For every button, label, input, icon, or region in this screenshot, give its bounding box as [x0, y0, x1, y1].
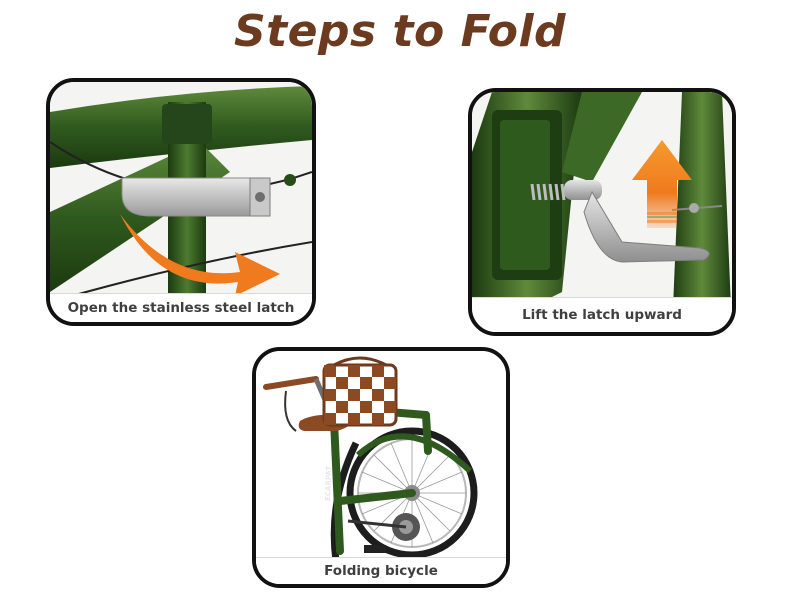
- step-card-open-latch: Open the stainless steel latch: [46, 78, 316, 326]
- step-card-folded-bicycle: ECARPAT Folding bicycle: [252, 347, 510, 588]
- step-card-lift-latch: Lift the latch upward: [468, 88, 736, 336]
- frame-brand-text: ECARPAT: [324, 466, 333, 501]
- page-title: Steps to Fold: [233, 6, 567, 57]
- folded-bicycle-photo: ECARPAT: [256, 351, 506, 584]
- step-caption: Lift the latch upward: [472, 297, 732, 332]
- step-caption: Open the stainless steel latch: [50, 293, 312, 322]
- frame-latch-open-photo: [50, 82, 312, 322]
- step-caption: Folding bicycle: [256, 557, 506, 584]
- latch-lever-lift-photo: [472, 92, 732, 332]
